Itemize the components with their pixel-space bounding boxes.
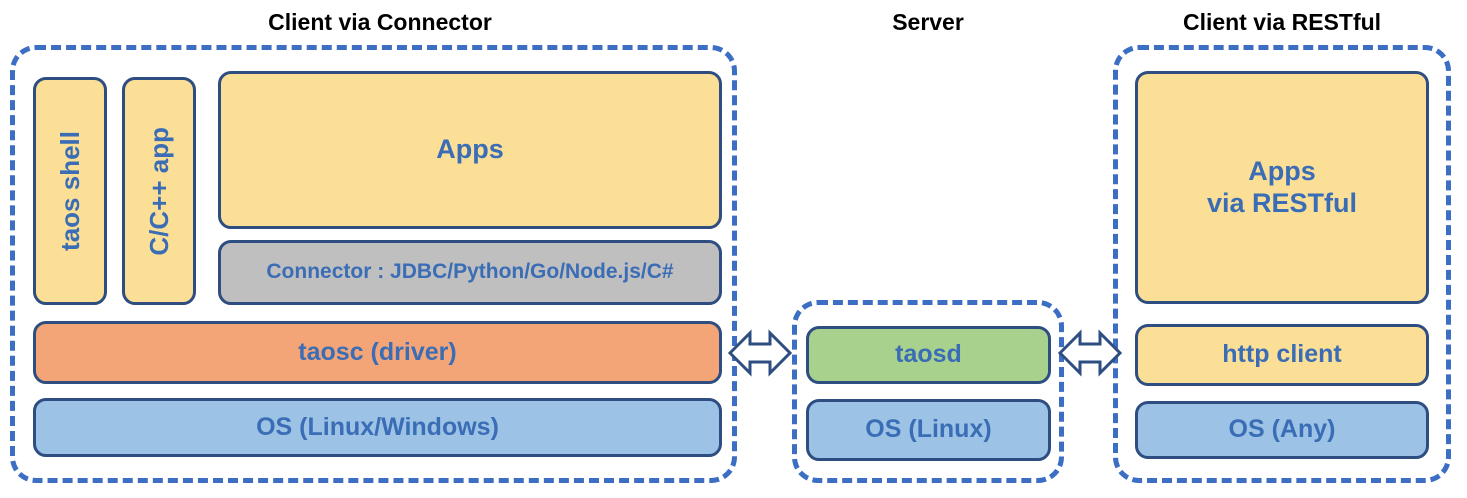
- group-client-via-restful: [1113, 45, 1451, 483]
- box-taos-shell-label: taos shell: [54, 131, 85, 251]
- box-apps-via-restful-line2: via RESTful: [1206, 187, 1358, 218]
- box-http-client-label: http client: [1222, 340, 1342, 369]
- box-os-any[interactable]: OS (Any): [1135, 401, 1429, 459]
- double-arrow-icon-server-to-restful-client: [1058, 322, 1122, 384]
- box-apps-label: Apps: [436, 134, 504, 165]
- box-os-linux-windows[interactable]: OS (Linux/Windows): [33, 398, 722, 457]
- box-taosd[interactable]: taosd: [806, 326, 1051, 384]
- group-client-via-connector: [10, 45, 737, 483]
- box-taosc-driver-label: taosc (driver): [298, 337, 457, 366]
- box-connector-libraries[interactable]: Connector : JDBC/Python/Go/Node.js/C#: [218, 240, 722, 305]
- box-connector-libraries-label: Connector : JDBC/Python/Go/Node.js/C#: [266, 260, 674, 284]
- box-taosc-driver[interactable]: taosc (driver): [33, 321, 722, 384]
- box-apps-via-restful-line1: Apps: [1248, 155, 1316, 186]
- box-taosd-label: taosd: [895, 340, 962, 369]
- box-os-linux-label: OS (Linux): [865, 415, 992, 444]
- double-arrow-icon-client-to-server: [728, 322, 792, 384]
- box-os-linux[interactable]: OS (Linux): [806, 399, 1051, 461]
- box-taos-shell[interactable]: taos shell: [33, 77, 107, 305]
- box-os-any-label: OS (Any): [1228, 415, 1336, 444]
- box-os-linux-windows-label: OS (Linux/Windows): [256, 412, 499, 441]
- group-server: [792, 300, 1064, 483]
- section-title-client-via-restful: Client via RESTful: [1182, 9, 1382, 35]
- section-title-server: Server: [892, 9, 964, 35]
- box-c-cpp-app[interactable]: C/C++ app: [122, 77, 196, 305]
- section-title-client-via-connector: Client via Connector: [268, 9, 492, 35]
- box-apps[interactable]: Apps: [218, 71, 722, 229]
- box-apps-via-restful[interactable]: Apps via RESTful: [1135, 71, 1429, 304]
- box-http-client[interactable]: http client: [1135, 324, 1429, 386]
- box-c-cpp-app-label: C/C++ app: [143, 126, 174, 256]
- box-apps-via-restful-label: Apps via RESTful: [1207, 156, 1357, 220]
